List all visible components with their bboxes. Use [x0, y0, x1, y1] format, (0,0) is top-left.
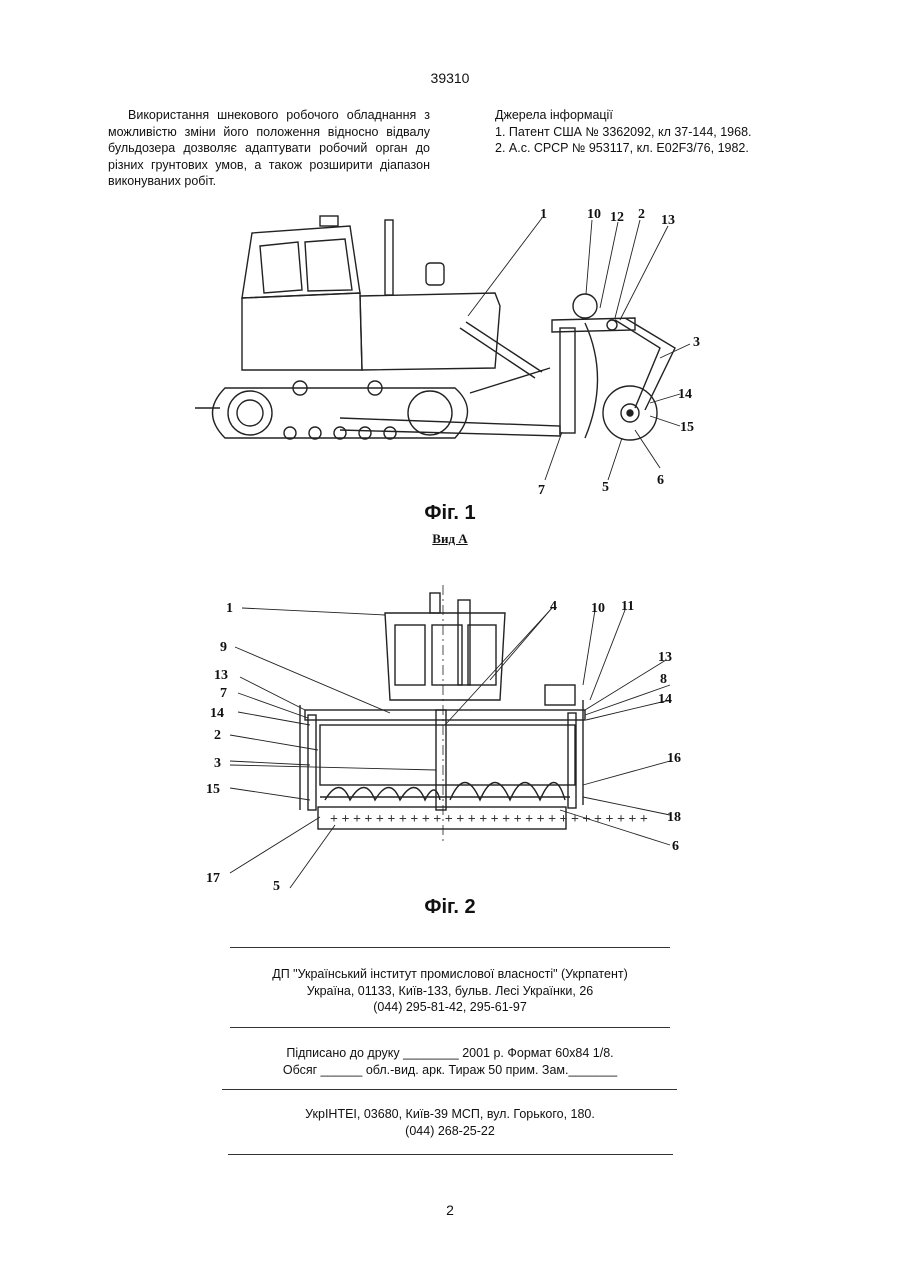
publisher-line: Україна, 01133, Київ-133, бульв. Лесі Ук…	[0, 983, 900, 1000]
fig2-label-6: 6	[672, 839, 679, 854]
fig1-label-6: 6	[657, 473, 664, 488]
fig1-label-1: 1	[540, 207, 547, 222]
fig1-label-14: 14	[678, 387, 692, 402]
divider	[228, 1154, 673, 1155]
fig2-label-15: 15	[206, 782, 220, 797]
publisher-block: ДП "Український інститут промислової вла…	[0, 966, 900, 1016]
page-code: 39310	[0, 70, 900, 86]
divider	[230, 947, 670, 948]
description-column: Використання шнекового робочого обладнан…	[108, 107, 430, 190]
view-a-label: Вид А	[390, 531, 510, 547]
fig2-label-17: 17	[206, 871, 220, 886]
source-item: 2. А.с. СРСР № 953117, кл. E02F3/76, 198…	[495, 140, 815, 157]
fig2-label-10: 10	[591, 601, 605, 616]
divider	[230, 1027, 670, 1028]
fig2-label-1: 1	[226, 601, 233, 616]
figure-2-drawing: + + + + + + + + + + + + + + + + + + + + …	[200, 585, 700, 895]
fig2-label-18: 18	[667, 810, 681, 825]
fig2-label-7: 7	[220, 686, 227, 701]
fig2-label-9: 9	[220, 640, 227, 655]
fig2-label-13: 13	[214, 668, 228, 683]
print-info-block: Підписано до друку ________ 2001 р. Форм…	[0, 1045, 900, 1078]
fig1-label-10: 10	[587, 207, 601, 222]
fig2-label-4: 4	[550, 599, 557, 614]
fig2-label-16: 16	[667, 751, 681, 766]
fig1-label-5: 5	[602, 480, 609, 495]
sources-column: Джерела інформації 1. Патент США № 33620…	[495, 107, 815, 157]
institute-line: (044) 268-25-22	[0, 1123, 900, 1140]
fig1-label-7: 7	[538, 483, 545, 498]
sources-heading: Джерела інформації	[495, 107, 815, 124]
fig2-label-13-right: 13	[658, 650, 672, 665]
print-line: Підписано до друку ________ 2001 р. Форм…	[0, 1045, 900, 1062]
fig1-label-13: 13	[661, 213, 675, 228]
institute-line: УкрІНТЕІ, 03680, Київ-39 МСП, вул. Горьк…	[0, 1106, 900, 1123]
fig1-label-15: 15	[680, 420, 694, 435]
source-item: 1. Патент США № 3362092, кл 37-144, 1968…	[495, 124, 815, 141]
fig2-label-8: 8	[660, 672, 667, 687]
fig2-label-14-right: 14	[658, 692, 672, 707]
institute-block: УкрІНТЕІ, 03680, Київ-39 МСП, вул. Горьк…	[0, 1106, 900, 1139]
publisher-line: ДП "Український інститут промислової вла…	[0, 966, 900, 983]
print-line: Обсяг ______ обл.-вид. арк. Тираж 50 при…	[0, 1062, 900, 1079]
divider	[222, 1089, 677, 1090]
fig1-label-2: 2	[638, 207, 645, 222]
fig2-label-14: 14	[210, 706, 224, 721]
figure-1-drawing: 1 10 12 2 13 3 14 15 6 5 7	[190, 198, 720, 498]
description-paragraph: Використання шнекового робочого обладнан…	[108, 107, 430, 190]
figure-1-caption: Фіг. 1	[350, 502, 550, 525]
fig1-label-12: 12	[610, 210, 624, 225]
svg-text:+ + + + + + + + + + + + + + +: + + + + + + + + + + + + + + + + + + + + …	[330, 812, 648, 827]
fig2-label-5: 5	[273, 879, 280, 894]
fig2-label-11: 11	[621, 599, 634, 614]
figure-2-caption: Фіг. 2	[350, 896, 550, 919]
fig2-label-3: 3	[214, 756, 221, 771]
fig1-label-3: 3	[693, 335, 700, 350]
page-number: 2	[0, 1202, 900, 1218]
fig2-label-2: 2	[214, 728, 221, 743]
publisher-line: (044) 295-81-42, 295-61-97	[0, 999, 900, 1016]
